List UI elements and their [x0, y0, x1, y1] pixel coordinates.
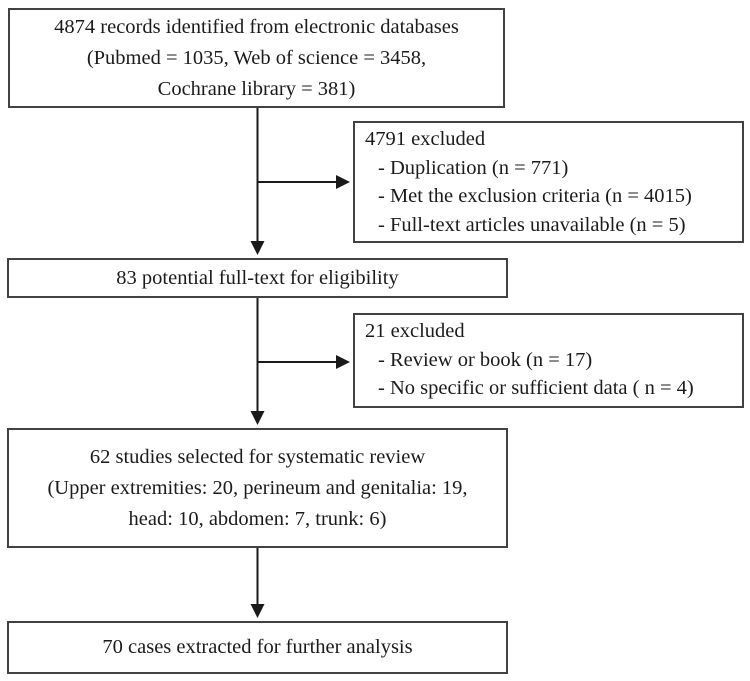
- box-records-identified: 4874 records identified from electronic …: [8, 8, 505, 108]
- box-cases-extracted: 70 cases extracted for further analysis: [7, 621, 508, 674]
- box-text-line: (Upper extremities: 20, perineum and gen…: [47, 476, 468, 499]
- excluded-title: 21 excluded: [365, 320, 465, 342]
- excluded-item: - Full-text articles unavailable (n = 5): [378, 213, 686, 236]
- box-studies-selected: 62 studies selected for systematic revie…: [7, 428, 508, 548]
- box-text-line: 70 cases extracted for further analysis: [102, 636, 413, 658]
- box-text-line: (Pubmed = 1035, Web of science = 3458,: [86, 46, 427, 69]
- box-text-line: 4874 records identified from electronic …: [54, 15, 459, 38]
- box-text-line: Cochrane library = 381): [157, 77, 356, 100]
- box-excluded-stage1: 4791 excluded - Duplication (n = 771) - …: [353, 121, 744, 243]
- box-text-line: head: 10, abdomen: 7, trunk: 6): [128, 507, 387, 530]
- excluded-title: 4791 excluded: [365, 128, 486, 150]
- excluded-item: - Met the exclusion criteria (n = 4015): [378, 185, 692, 207]
- box-text-line: 83 potential full-text for eligibility: [116, 266, 399, 289]
- box-excluded-stage2: 21 excluded - Review or book (n = 17) - …: [353, 313, 744, 408]
- excluded-item: - Duplication (n = 771): [378, 156, 569, 179]
- box-eligibility: 83 potential full-text for eligibility: [7, 258, 508, 298]
- box-text-line: 62 studies selected for systematic revie…: [89, 445, 426, 468]
- excluded-item: - No specific or sufficient data ( n = 4…: [378, 377, 694, 399]
- excluded-item: - Review or book (n = 17): [378, 348, 593, 371]
